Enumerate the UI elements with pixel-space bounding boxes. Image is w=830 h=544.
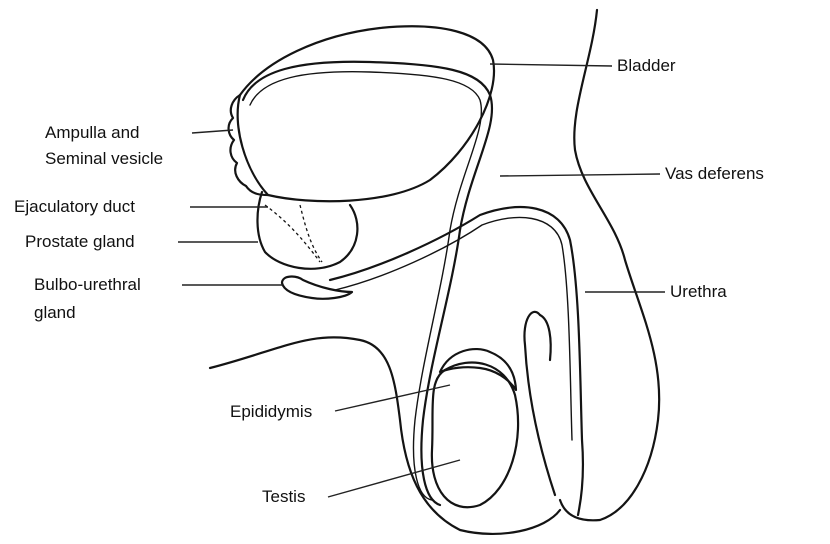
label-epididymis: Epididymis [230, 401, 312, 423]
label-seminal-vesicle: Seminal vesicle [45, 148, 163, 170]
label-prostate-gland: Prostate gland [25, 231, 135, 253]
seminal-vesicle-shape [229, 95, 268, 195]
label-ejaculatory-duct: Ejaculatory duct [14, 196, 135, 218]
epididymis-shape [440, 349, 516, 390]
vas-deferens-leader [500, 174, 660, 176]
label-bulbo-urethral: Bulbo-urethral [34, 274, 141, 296]
vas-deferens-tube [243, 62, 492, 505]
label-ampulla: Ampulla and [45, 122, 140, 144]
label-bladder: Bladder [617, 55, 676, 77]
label-urethra: Urethra [670, 281, 727, 303]
vas-deferens-tube-inner [250, 72, 481, 500]
ampulla-leader [192, 130, 233, 133]
urethra-tube-inner [335, 217, 572, 440]
ejaculatory-duct-dashed [265, 205, 320, 262]
label-gland: gland [34, 302, 76, 324]
label-testis: Testis [262, 486, 305, 508]
ejaculatory-duct-dashed-2 [300, 205, 322, 262]
label-vas-deferens: Vas deferens [665, 163, 764, 185]
bladder-shape [238, 26, 494, 201]
testis-shape [432, 362, 518, 507]
corpus-line-2 [540, 315, 551, 360]
bladder-leader [490, 64, 612, 66]
